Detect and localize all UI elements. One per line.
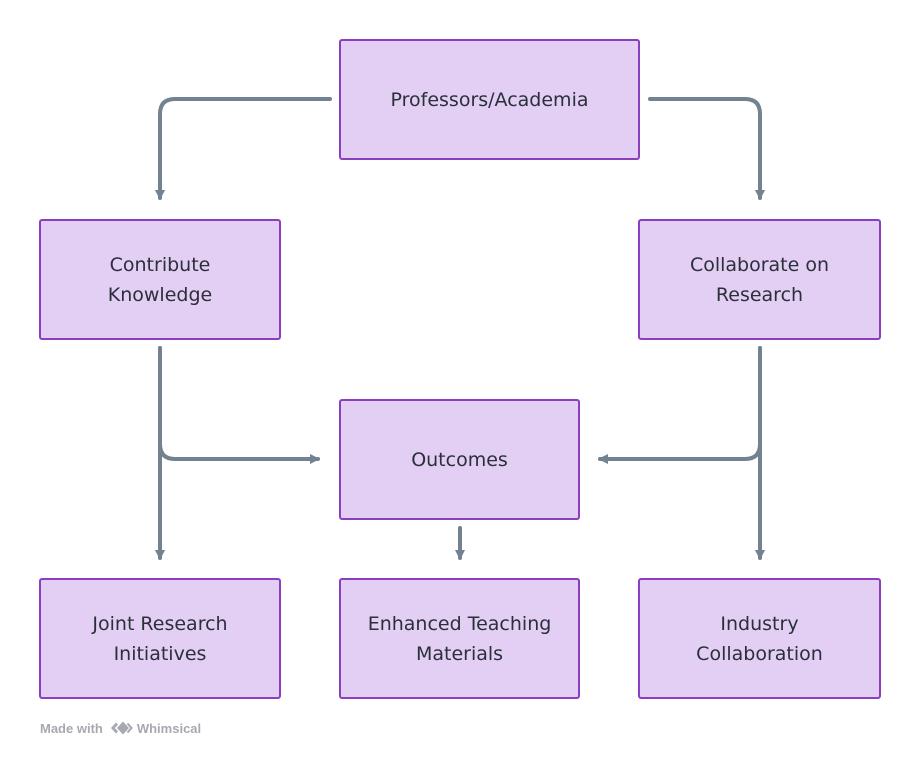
node-enhanced-teaching-label: Enhanced Teaching Materials <box>367 612 552 665</box>
edge-professors-collaborate <box>648 97 765 200</box>
node-joint-research-label: Joint Research Initiatives <box>92 612 228 665</box>
node-contribute-knowledge[interactable]: Contribute Knowledge <box>39 219 281 340</box>
node-joint-research[interactable]: Joint Research Initiatives <box>39 578 281 699</box>
footer-brand[interactable]: Whimsical <box>109 719 201 737</box>
made-with-footer[interactable]: Made with Whimsical <box>40 716 201 740</box>
node-industry-collaboration-label: Industry Collaboration <box>696 612 823 665</box>
node-professors-label: Professors/Academia <box>390 88 589 111</box>
edge-professors-contribute <box>155 97 332 200</box>
footer-prefix: Made with <box>40 720 103 736</box>
edge-collaborate-outcomes <box>598 346 762 464</box>
node-contribute-knowledge-label: Contribute Knowledge <box>107 253 213 306</box>
node-collaborate-research[interactable]: Collaborate on Research <box>638 219 881 340</box>
node-collaborate-research-label: Collaborate on Research <box>689 253 830 306</box>
node-industry-collaboration[interactable]: Industry Collaboration <box>638 578 881 699</box>
node-outcomes[interactable]: Outcomes <box>339 399 580 520</box>
node-enhanced-teaching[interactable]: Enhanced Teaching Materials <box>339 578 580 699</box>
node-outcomes-label: Outcomes <box>411 448 508 471</box>
node-professors[interactable]: Professors/Academia <box>339 39 640 160</box>
edge-contribute-outcomes <box>158 346 320 464</box>
whimsical-logo-icon <box>110 721 133 735</box>
footer-brand-label: Whimsical <box>136 720 202 736</box>
